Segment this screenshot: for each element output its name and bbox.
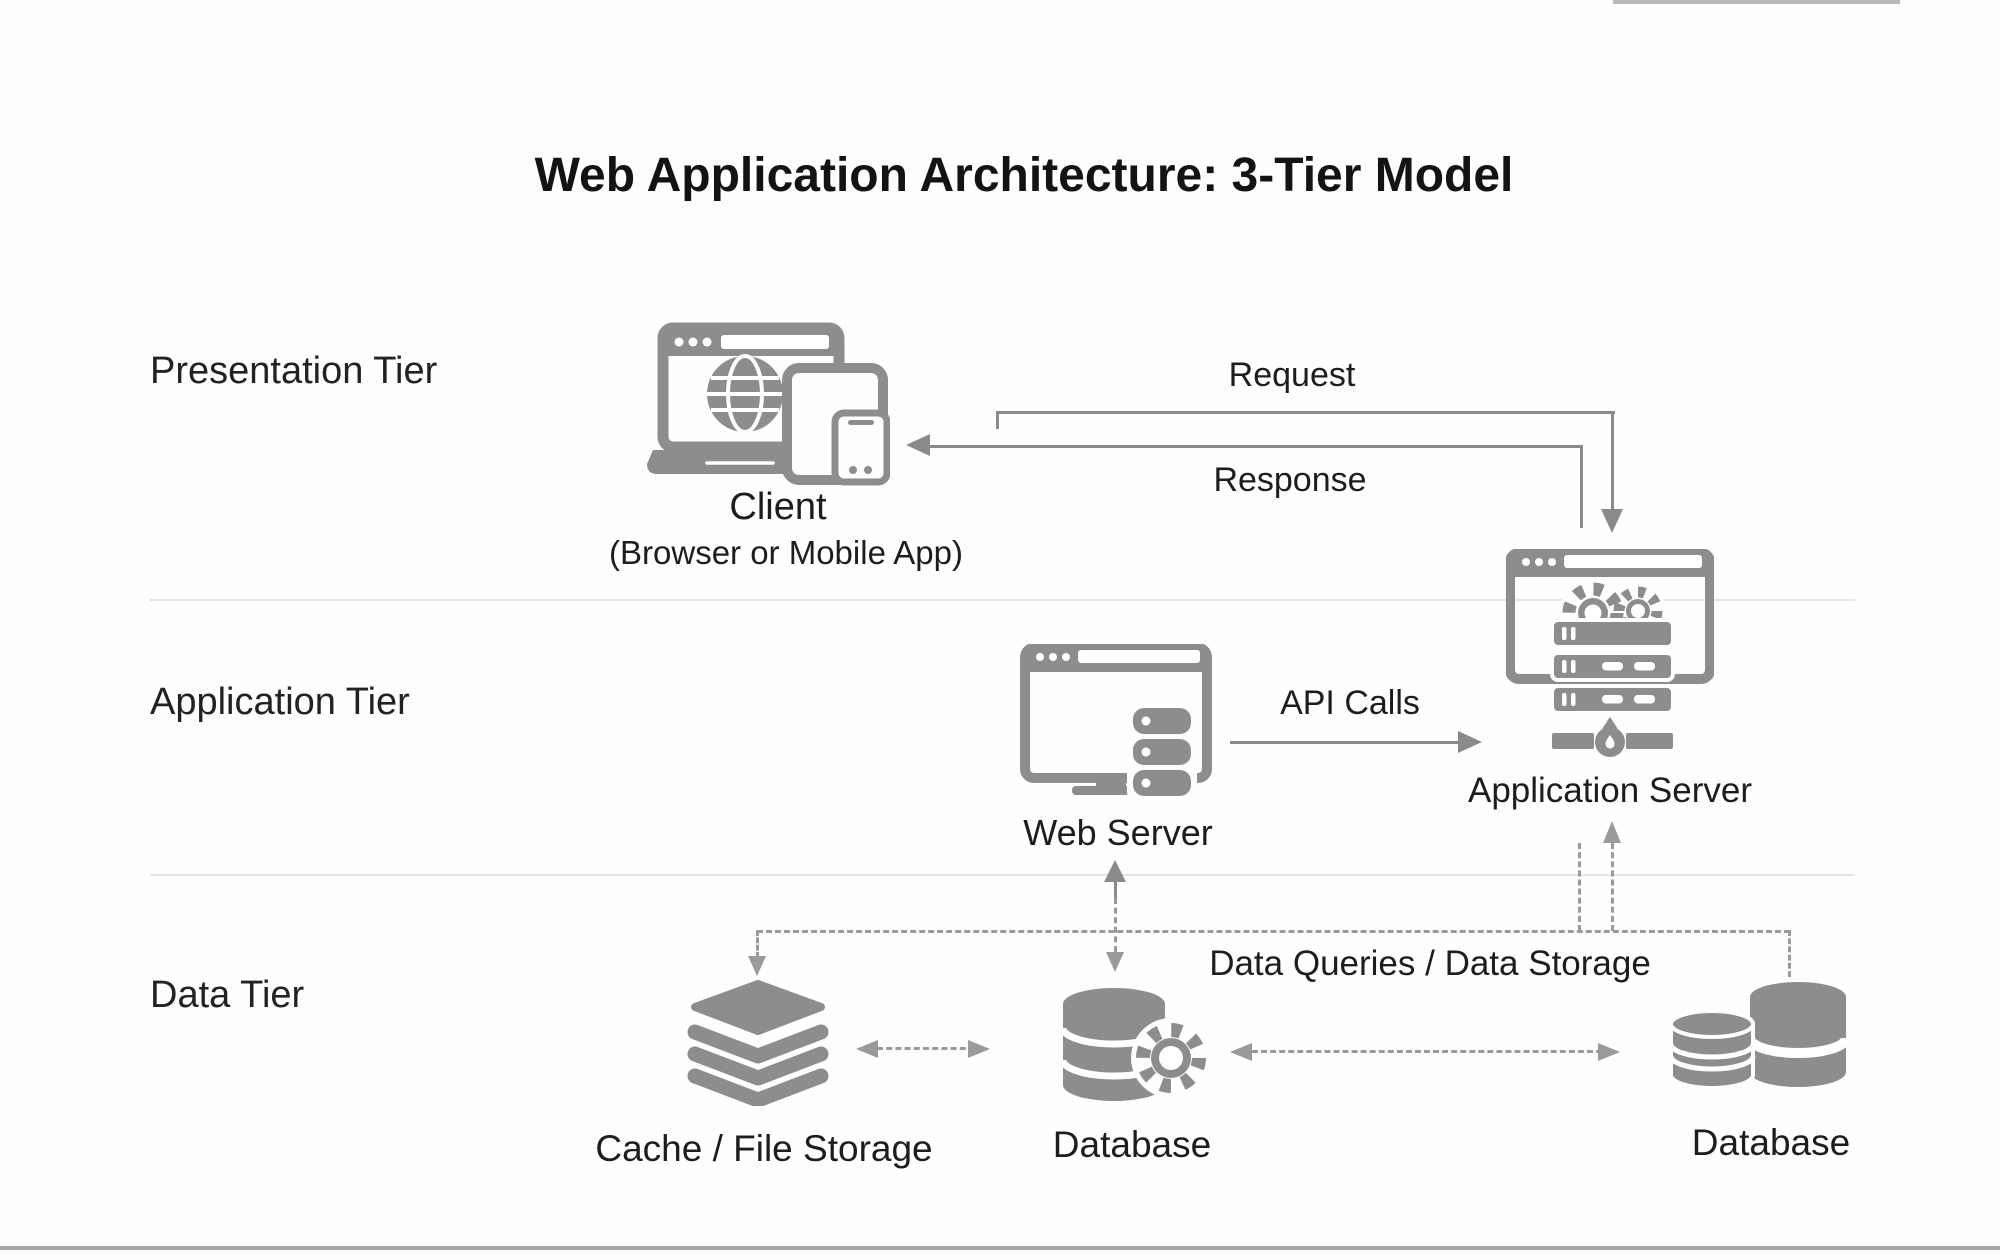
appserver-branch-left-line [1578, 843, 1581, 931]
request-arrow-stub [996, 411, 999, 429]
database-down-arrowhead-icon [1106, 952, 1124, 972]
cache-branch-arrowhead-icon [748, 956, 766, 976]
database-secondary-label: Database [1691, 1122, 1851, 1163]
database-primary-label: Database [1052, 1124, 1212, 1165]
data-backbone-line [757, 930, 1790, 933]
application-server-label: Application Server [1467, 771, 1753, 810]
web-server-label: Web Server [1023, 812, 1213, 853]
client-sublabel: (Browser or Mobile App) [609, 534, 963, 571]
db-db-left-arrowhead-icon [1230, 1043, 1252, 1061]
webserver-link-dashed [1114, 898, 1117, 952]
cache-db-left-arrowhead-icon [856, 1040, 878, 1058]
data-queries-label: Data Queries / Data Storage [1209, 944, 1651, 983]
tier-label-data: Data Tier [150, 974, 305, 1016]
response-label: Response [1213, 461, 1367, 499]
db-db-right-arrowhead-icon [1598, 1043, 1620, 1061]
appserver-up-arrowhead-icon [1603, 821, 1621, 843]
database-cylinders-icon [1668, 980, 1851, 1095]
tier-label-application: Application Tier [150, 681, 410, 723]
tier-separator-2 [150, 874, 1855, 876]
cache-label: Cache / File Storage [595, 1128, 933, 1169]
api-calls-arrowhead-icon [1458, 731, 1482, 753]
api-calls-label: API Calls [1280, 684, 1420, 722]
tier-label-presentation: Presentation Tier [150, 350, 438, 392]
client-devices-icon [645, 322, 891, 495]
request-arrowhead-icon [1601, 509, 1623, 533]
application-server-icon [1505, 548, 1715, 766]
cache-branch-line [756, 930, 759, 958]
top-right-rule [1613, 0, 1900, 4]
webserver-link-solid [1114, 880, 1117, 898]
diagram-title: Web Application Architecture: 3-Tier Mod… [534, 149, 1514, 202]
request-arrow-line [996, 411, 1615, 414]
db-db-link-line [1252, 1050, 1602, 1053]
web-server-icon [1020, 643, 1218, 807]
cache-db-right-arrowhead-icon [968, 1040, 990, 1058]
response-arrowhead-icon [906, 434, 930, 456]
request-arrow-drop [1611, 411, 1614, 511]
cache-layers-icon [687, 980, 829, 1111]
api-calls-arrow-line [1230, 741, 1464, 744]
database2-branch-line [1788, 930, 1791, 977]
request-label: Request [1228, 356, 1356, 394]
appserver-branch-right-line [1611, 843, 1614, 931]
webserver-up-arrowhead-icon [1104, 860, 1126, 882]
tier-separator-1 [150, 599, 1855, 601]
cache-db-link-line [877, 1047, 975, 1050]
database-gear-icon [1058, 986, 1211, 1117]
response-arrow-line [929, 445, 1583, 448]
bottom-rule [0, 1246, 2000, 1250]
response-arrow-rise [1580, 447, 1583, 528]
client-label: Client [729, 486, 827, 528]
